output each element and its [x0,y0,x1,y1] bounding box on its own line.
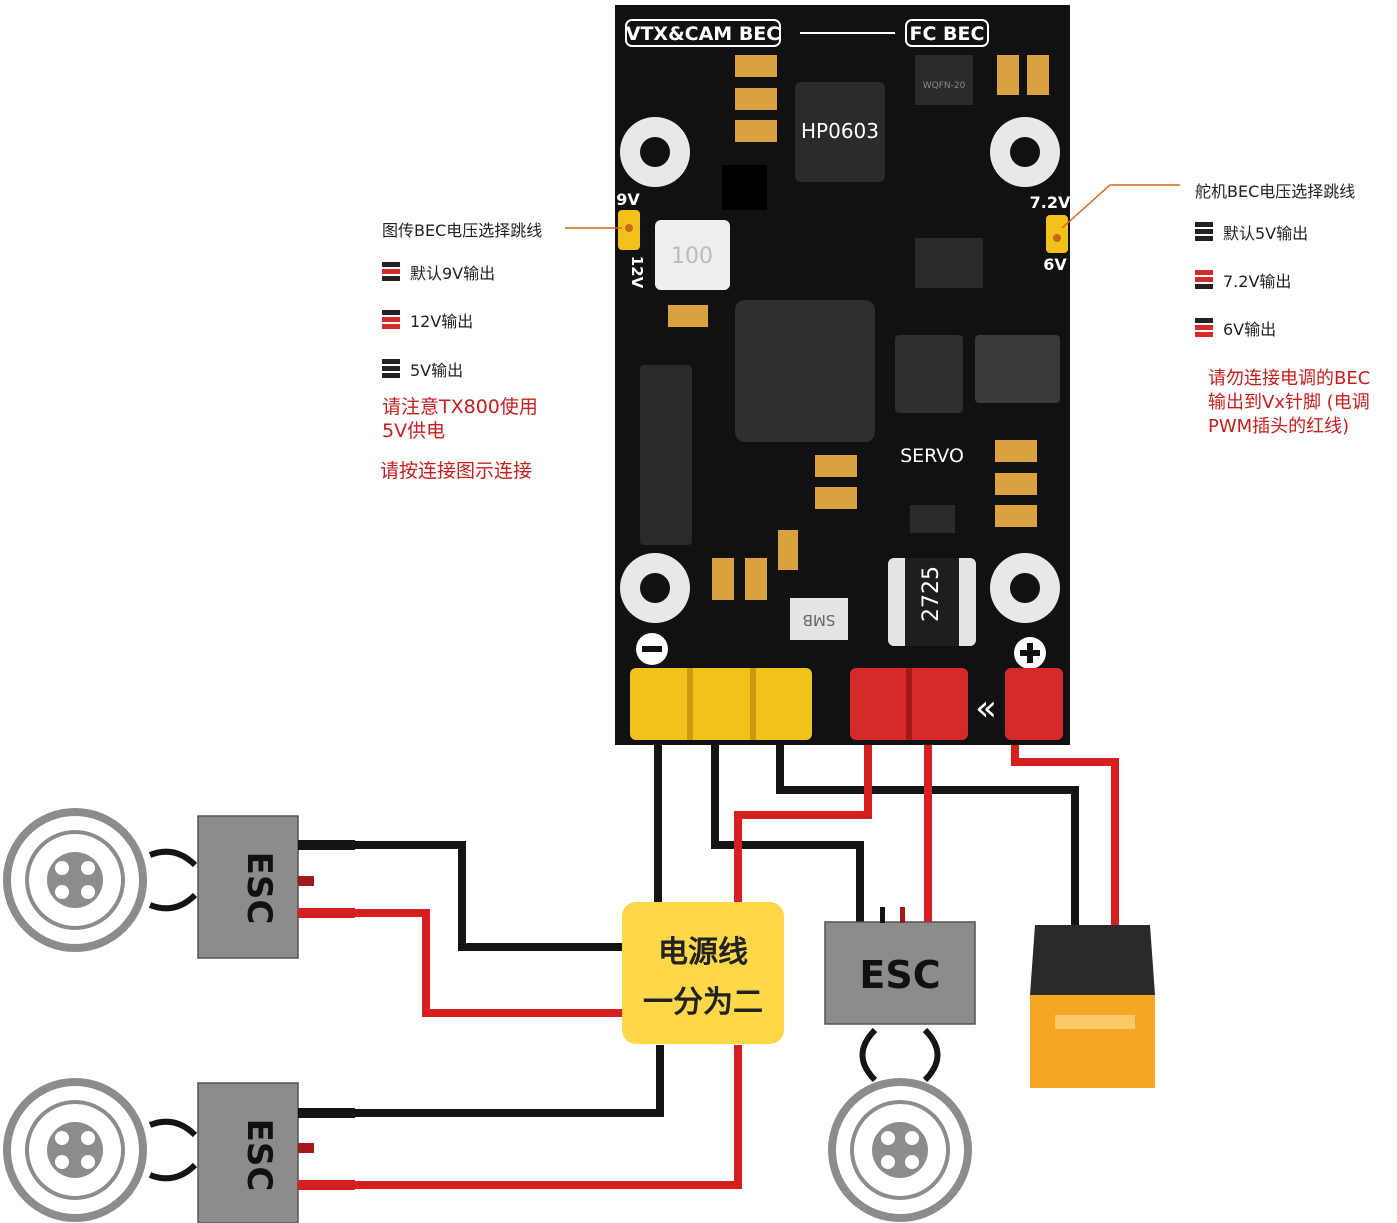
esc-bottom-left-label: ESC [239,1119,279,1192]
wires [355,730,1119,1189]
mount-hole-br [990,553,1060,623]
jumper-icon-bottom [382,310,400,330]
mount-hole-bl [620,553,690,623]
power-splitter [622,902,784,1044]
esc-bottom-left: ESC [197,1082,355,1223]
wire-black-esc1 [355,841,625,951]
capacitors [668,55,1049,600]
motor-top-left [3,808,198,952]
left-warning-1: 请注意TX800使用 [382,396,538,418]
jumper-right-7v2: 7.2V [1030,193,1071,212]
right-legend-label: 7.2V输出 [1223,272,1292,291]
inductor-100 [655,220,730,290]
right-warning-2: 输出到Vx针脚 (电调 [1208,392,1370,413]
left-legend-label: 5V输出 [410,361,464,380]
diode-smb-label: SMB [803,611,836,629]
splitter-line1: 电源线 [658,935,748,970]
wire-black-esc2 [355,1045,664,1117]
right-legend-title: 舵机BEC电压选择跳线 [1195,182,1356,201]
right-legend-item-3: 6V输出 [1195,316,1276,340]
splitter-line2: 一分为二 [643,985,763,1020]
left-legend-label: 默认9V输出 [410,264,496,283]
jumper-icon-top [1195,270,1213,290]
jumper-icon-top [382,262,400,282]
mount-hole-tr [990,117,1060,187]
jumper-right-6v: 6V [1043,255,1067,274]
right-legend-label: 6V输出 [1223,320,1277,339]
motor-right [828,1027,972,1222]
jumper-left-12v: 12V [628,256,646,289]
esc-right: ESC [824,907,976,1025]
chip-wqfn-label: WQFN-20 [923,81,966,91]
wire-red-esc2 [355,1045,742,1189]
right-legend-item-2: 7.2V输出 [1195,268,1291,292]
chip-wqfn [915,55,973,105]
inductor-2725-label: 2725 [919,566,944,622]
connector-negative [630,668,812,740]
esc-top-left-label: ESC [239,852,279,925]
label-servo: SERVO [900,445,964,467]
jumper-left-9v: 9V [616,190,640,209]
mosfet-2 [975,335,1060,403]
chip-mid [915,238,983,288]
left-legend-item-2: 12V输出 [382,308,473,332]
inductor-100-label: 100 [671,244,713,269]
jumper-icon-none [1195,222,1213,242]
left-legend-label: 12V输出 [410,312,474,331]
header-pins [640,365,692,545]
chip-hp0603-label: HP0603 [801,119,879,143]
chip-hp0603 [795,82,885,182]
label-vtx-bec: VTX&CAM BEC [626,23,780,45]
right-warning-3: PWM插头的红线) [1208,416,1350,437]
left-legend-title: 图传BEC电压选择跳线 [382,221,543,240]
motor-bottom-left [3,1078,198,1222]
wire-black-2 [711,730,864,925]
connector-positive: « [850,668,1063,740]
esc-top-left: ESC [197,815,355,959]
servo-chip [910,505,955,533]
left-warning-3: 请按连接图示连接 [380,460,533,482]
wire-red-1 [734,730,872,905]
wire-red-esc1 [355,909,625,1017]
leader-right [1061,184,1180,229]
mount-hole-tl [620,117,690,187]
chip-black [722,165,767,210]
bec-board: VTX&CAM BEC FC BEC HP0603 WQFN-20 100 [615,5,1071,745]
left-legend-item-1: 默认9V输出 [382,260,495,284]
right-legend-label: 默认5V输出 [1223,224,1309,243]
right-warning-1: 请勿连接电调的BEC [1208,368,1371,389]
esc-right-label: ESC [859,953,940,997]
diode-smb [790,598,848,640]
jumper-icon-bottom [1195,318,1213,338]
right-legend-item-1: 默认5V输出 [1195,220,1308,244]
label-fc-bec: FC BEC [910,23,985,45]
left-legend-item-3: 5V输出 [382,357,463,381]
jumper-icon-none [382,359,400,379]
connector-arrow: « [975,688,997,729]
xt60-plug [1030,925,1155,1088]
big-inductor [735,300,875,442]
left-warning-2: 5V供电 [382,420,446,442]
mosfet-1 [895,335,963,413]
wire-red-3 [1011,730,1119,925]
